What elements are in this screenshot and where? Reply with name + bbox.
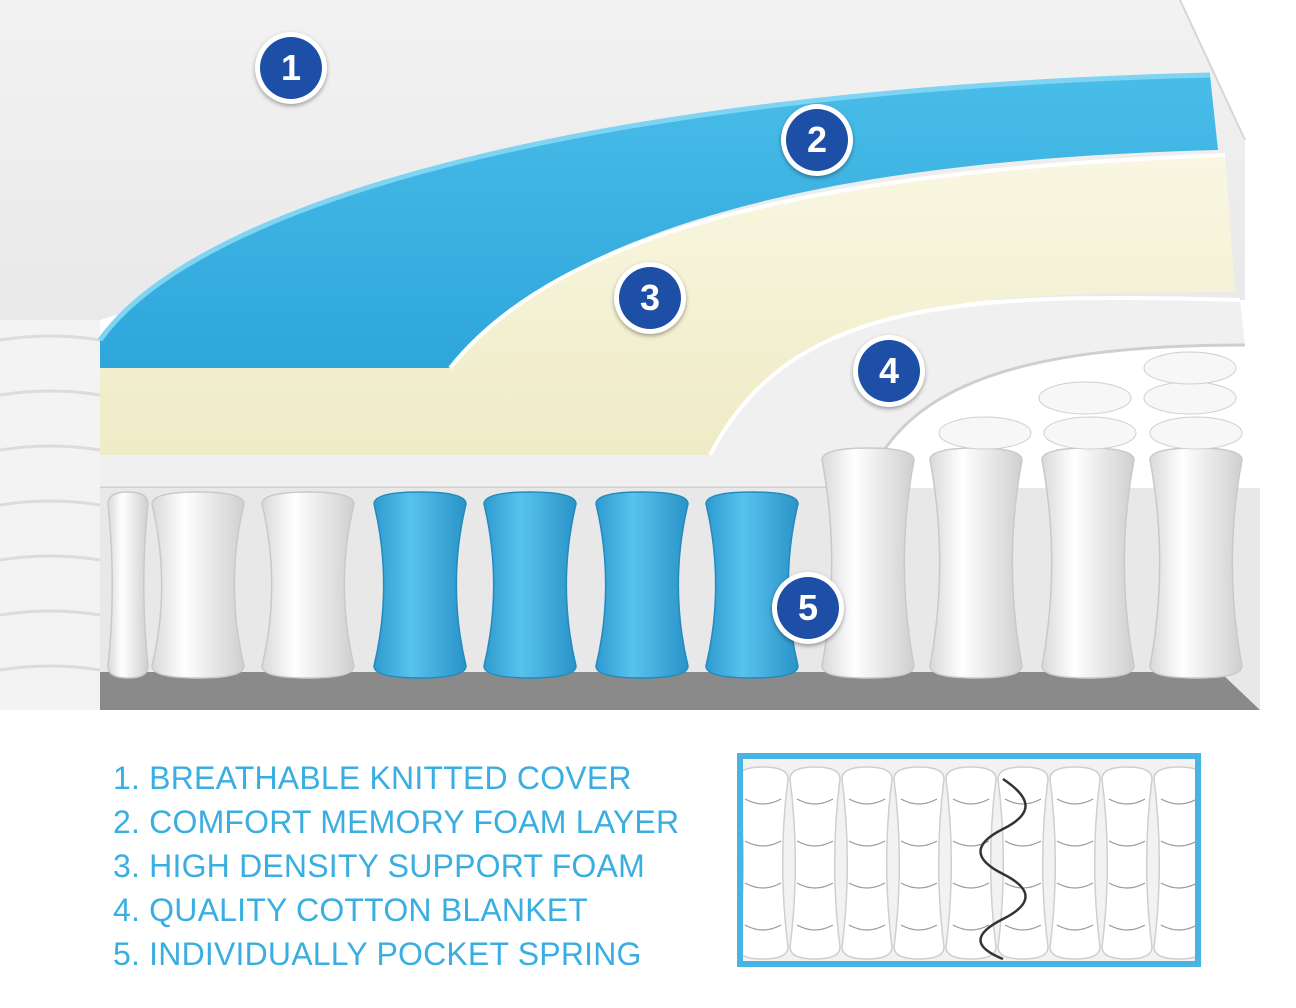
back-row-spring-top (1143, 351, 1237, 385)
inset-spring-stitch (796, 924, 834, 931)
inset-pocket-spring (1101, 766, 1153, 960)
inset-spring-stitch (744, 798, 782, 805)
inset-spring-stitch (952, 840, 990, 847)
white-pocket-spring (1041, 447, 1135, 679)
inset-spring-stitch (1056, 882, 1094, 889)
white-pocket-spring (929, 447, 1023, 679)
legend-item-1: 1. BREATHABLE KNITTED COVER (113, 760, 632, 796)
white-pocket-spring (261, 491, 355, 679)
inset-spring-stitch (744, 924, 782, 931)
inset-spring-stitch (796, 882, 834, 889)
inset-pocket-spring (1153, 766, 1195, 960)
legend-item-3: 3. HIGH DENSITY SUPPORT FOAM (113, 848, 645, 884)
inset-spring-stitch (952, 798, 990, 805)
white-pocket-spring (151, 491, 245, 679)
back-row-spring-top (938, 416, 1032, 450)
inset-spring-stitch (952, 882, 990, 889)
pocket-spring-closeup (737, 753, 1201, 967)
inset-pocket-spring (1049, 766, 1101, 960)
blue-pocket-spring (595, 491, 689, 679)
pocket-spring-layer (100, 351, 1260, 710)
marker-2: 2 (781, 104, 853, 176)
inset-spring-stitch (1108, 798, 1146, 805)
inset-spring-stitch (1108, 882, 1146, 889)
marker-1: 1 (255, 32, 327, 104)
inset-spring-stitch (1108, 840, 1146, 847)
inset-spring-stitch (1160, 924, 1195, 931)
inset-spring-stitch (900, 882, 938, 889)
inset-spring-stitch (1004, 798, 1042, 805)
inset-spring-stitch (900, 924, 938, 931)
inset-pocket-spring (945, 766, 997, 960)
inset-spring-stitch (848, 924, 886, 931)
inset-spring-stitch (848, 840, 886, 847)
inset-spring-stitch (744, 882, 782, 889)
inset-pocket-spring (841, 766, 893, 960)
legend-item-2: 2. COMFORT MEMORY FOAM LAYER (113, 804, 680, 840)
inset-pocket-spring (789, 766, 841, 960)
back-row-spring-top (1043, 416, 1137, 450)
back-row-spring-top (1143, 381, 1237, 415)
inset-spring-stitch (848, 798, 886, 805)
inset-pocket-spring (893, 766, 945, 960)
blue-pocket-spring (705, 491, 799, 679)
inset-spring-stitch (848, 882, 886, 889)
white-pocket-spring (107, 491, 149, 679)
marker-5: 5 (772, 572, 844, 644)
memory-foam-layer (97, 72, 1218, 368)
inset-spring-stitch (1160, 882, 1195, 889)
inset-spring-stitch (744, 840, 782, 847)
legend: 1. BREATHABLE KNITTED COVER 2. COMFORT M… (113, 756, 713, 976)
marker-3: 3 (614, 262, 686, 334)
inset-spring-stitch (952, 924, 990, 931)
white-pocket-spring (1149, 447, 1243, 679)
marker-4: 4 (853, 335, 925, 407)
inset-pocket-spring (743, 766, 789, 960)
legend-item-4: 4. QUALITY COTTON BLANKET (113, 892, 589, 928)
legend-item-5: 5. INDIVIDUALLY POCKET SPRING (113, 936, 642, 972)
inset-pocket-spring (997, 766, 1049, 960)
inset-spring-stitch (1160, 798, 1195, 805)
inset-spring-stitch (1004, 840, 1042, 847)
inset-spring-stitch (1004, 924, 1042, 931)
inset-spring-stitch (796, 798, 834, 805)
pocket-spring-closeup-icon (743, 759, 1195, 961)
back-row-spring-top (1149, 416, 1243, 450)
inset-spring-stitch (1056, 798, 1094, 805)
blue-pocket-spring (483, 491, 577, 679)
inset-spring-stitch (1056, 840, 1094, 847)
inset-spring-stitch (796, 840, 834, 847)
back-row-spring-top (1038, 381, 1132, 415)
inset-spring-stitch (1108, 924, 1146, 931)
inset-spring-stitch (900, 840, 938, 847)
blue-pocket-spring (373, 491, 467, 679)
inset-spring-stitch (900, 798, 938, 805)
inset-spring-stitch (1160, 840, 1195, 847)
inset-spring-stitch (1056, 924, 1094, 931)
